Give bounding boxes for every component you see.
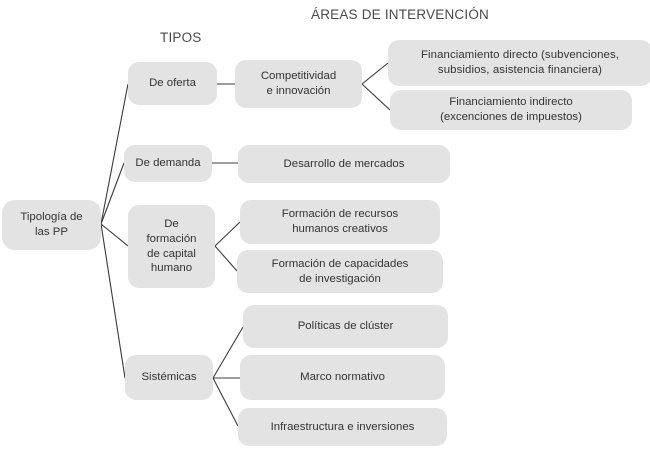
node-type-sistemicas[interactable]: Sistémicas [125,355,213,400]
edge-sistemicas-infraestructura [212,377,239,427]
edge-competitividad-indirecto [361,83,391,111]
node-area-desarrollo-de-mercados[interactable]: Desarrollo de mercados [238,145,450,183]
edge-root-sistemicas [100,223,126,379]
header-areas-de-intervencion: ÁREAS DE INTERVENCIÓN [311,7,489,22]
edge-root-demanda [100,162,125,225]
node-type-de-oferta[interactable]: De oferta [128,62,217,105]
edge-competitividad-directo [361,62,389,85]
node-area-politicas-de-cluster[interactable]: Políticas de clúster [243,305,448,348]
edge-capital-recursos [214,221,241,247]
node-type-de-demanda[interactable]: De demanda [124,145,212,182]
edge-root-capital-humano [100,223,129,247]
edge-sistemicas-cluster [212,326,244,379]
header-tipos: TIPOS [160,30,202,45]
node-instrument-financiamiento-directo[interactable]: Financiamiento directo (subvenciones,sub… [388,40,650,86]
node-instrument-financiamiento-indirecto[interactable]: Financiamiento indirecto(excenciones de … [390,90,632,130]
node-area-marco-normativo[interactable]: Marco normativo [240,355,445,400]
edge-capital-capacidades [214,245,238,272]
node-area-infraestructura-inversiones[interactable]: Infraestructura e inversiones [238,408,447,446]
